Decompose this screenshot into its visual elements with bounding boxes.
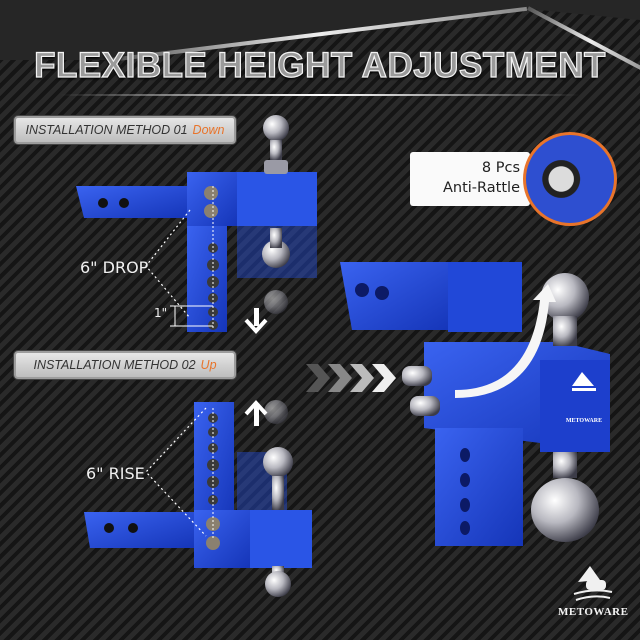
drop-measurement: 6" DROP	[80, 258, 149, 277]
main-hitch-product: METOWARE	[340, 262, 610, 546]
increment-measurement: 1"	[154, 306, 168, 320]
hitch-rise-illustration	[84, 400, 312, 597]
method-01-direction: Down	[192, 123, 225, 137]
metoware-logo-icon	[573, 566, 613, 601]
hitch-drop-illustration	[76, 115, 317, 334]
chevron-right-icon	[306, 364, 396, 392]
callout-feature: Anti-Rattle	[442, 180, 520, 196]
title-underline	[60, 94, 580, 96]
down-arrow-icon	[244, 308, 268, 334]
method-01-text: INSTALLATION METHOD 01	[25, 123, 188, 137]
up-arrow-icon	[244, 400, 268, 426]
anti-rattle-callout: 8 Pcs Anti-Rattle	[410, 152, 530, 206]
method-01-label: INSTALLATION METHOD 01 Down	[14, 116, 236, 144]
product-brand-mark: METOWARE	[566, 418, 602, 424]
anti-rattle-detail-image	[523, 132, 617, 226]
brand-logo-text: METOWARE	[558, 606, 629, 618]
rise-measurement: 6" RISE	[86, 464, 145, 483]
method-02-text: INSTALLATION METHOD 02	[33, 358, 196, 372]
product-logo-icon	[572, 372, 596, 391]
method-02-direction: Up	[200, 358, 217, 372]
method-02-label: INSTALLATION METHOD 02 Up	[14, 351, 236, 379]
curved-arrow-icon	[455, 284, 556, 398]
page-title: FLEXIBLE HEIGHT ADJUSTMENT	[34, 45, 606, 85]
callout-count: 8 Pcs	[481, 160, 520, 176]
